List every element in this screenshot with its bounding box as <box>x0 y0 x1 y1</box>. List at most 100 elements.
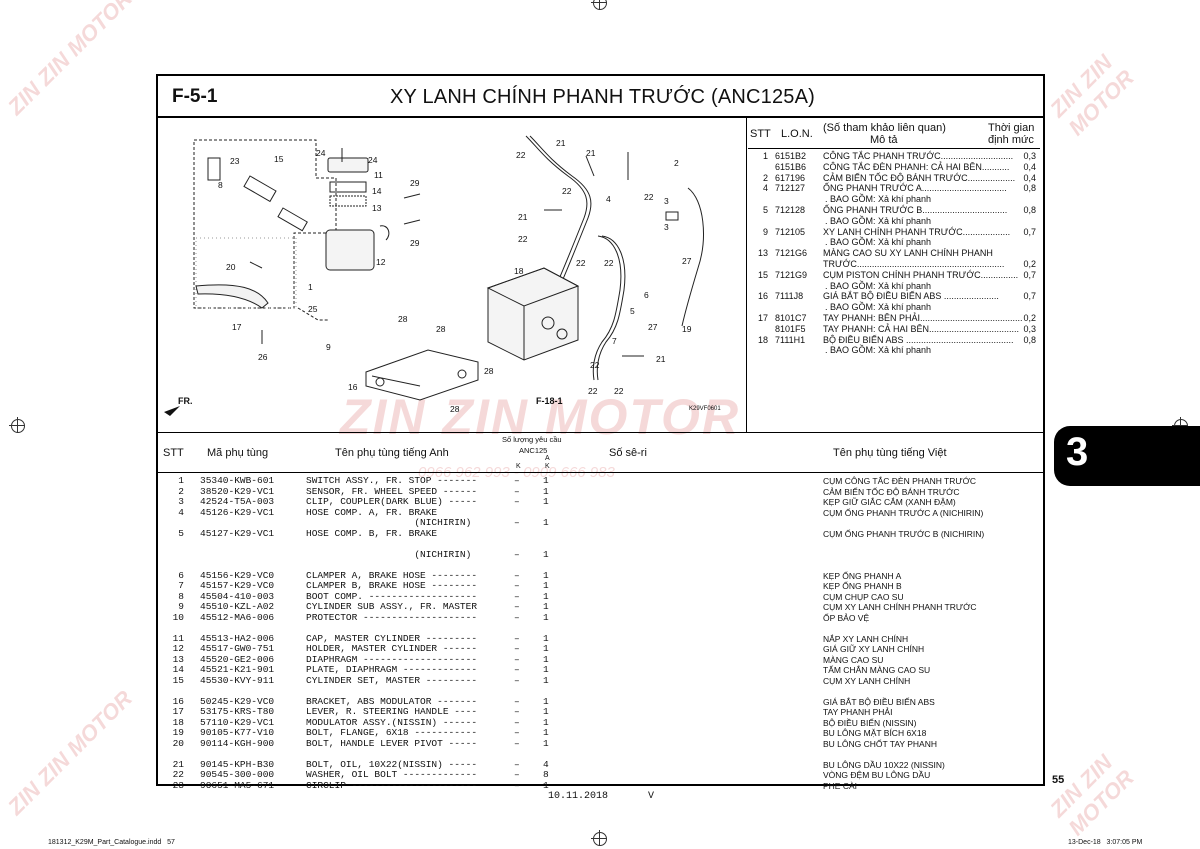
callout-number: 18 <box>514 266 524 276</box>
part-number: 90145-KPH-B30 <box>200 758 275 770</box>
lon-column-divider <box>746 116 747 432</box>
part-stt: 16 <box>172 695 184 707</box>
part-name-vn: CỤM ỐNG PHANH TRƯỚC A (NICHIRIN) <box>823 507 984 518</box>
part-stt: 12 <box>172 643 184 654</box>
part-number: 53175-KRS-T80 <box>200 706 275 717</box>
lon-time: 0,8 <box>1023 334 1036 345</box>
watermark-brand: ZIN ZIN MOTOR <box>340 389 741 445</box>
callout-number: 2 <box>674 158 679 168</box>
part-name-vn: CỤM ỐNG PHANH TRƯỚC B (NICHIRIN) <box>823 528 985 539</box>
part-stt: 19 <box>172 727 184 738</box>
callout-number: 5 <box>630 306 635 316</box>
part-qty-a: 1 <box>543 496 549 507</box>
part-qty-a: 1 <box>543 727 549 738</box>
part-name-en: BRACKET, ABS MODULATOR ------- <box>306 695 478 707</box>
callout-number: 29 <box>410 238 420 248</box>
lon-code: 7121G9 <box>775 269 808 280</box>
callout-number: 22 <box>518 234 528 244</box>
callout-number: 14 <box>372 186 382 196</box>
lon-code: 7111H1 <box>775 334 806 345</box>
callout-number: 3 <box>664 196 669 206</box>
lon-code: 8101F5 <box>775 323 806 334</box>
part-qty-a: 1 <box>543 517 549 528</box>
part-qty-k: – <box>514 653 520 665</box>
part-number: 45126-K29-VC1 <box>200 506 275 518</box>
part-stt: 8 <box>178 590 184 602</box>
lon-desc: CẢM BIẾN TỐC ĐỘ BÁNH TRƯỚC..............… <box>823 172 1016 183</box>
part-number: 45513-HA2-006 <box>200 632 275 644</box>
footer-date: 10.11.2018 <box>548 791 609 802</box>
part-stt: 10 <box>172 611 184 623</box>
lon-col-desc-2: Mô tả <box>870 134 898 146</box>
part-name-en: MODULATOR ASSY.(NISSIN) ------ <box>306 716 478 728</box>
part-name-vn: NẮP XY LANH CHÍNH <box>823 633 909 644</box>
lon-time: 0,2 <box>1023 259 1036 269</box>
lon-stt: 15 <box>757 269 768 280</box>
part-stt: 14 <box>172 664 184 675</box>
part-qty-k: – <box>514 548 520 560</box>
part-name-vn: KẸP GIỮ GIẮC CẮM (XANH ĐẬM) <box>823 497 956 507</box>
lon-desc: CÔNG TẮC ĐÈN PHANH: CẢ HAI BÊN..........… <box>823 161 1010 172</box>
watermark-brand-corner: ZIN ZIN MOTOR <box>2 685 137 820</box>
callout-number: 1 <box>308 282 313 292</box>
lon-col-time-1: Thời gian <box>988 122 1035 134</box>
part-stt: 15 <box>172 674 184 686</box>
parts-col-serial: Số sê-ri <box>609 447 647 459</box>
callout-number: 22 <box>588 386 598 396</box>
callout-number: 9 <box>326 342 331 352</box>
callout-number: 26 <box>258 352 268 362</box>
part-stt: 2 <box>178 485 184 497</box>
lon-col-stt: STT <box>750 128 771 140</box>
parts-col-name-en: Tên phụ tùng tiếng Anh <box>335 447 449 459</box>
part-qty-a: 8 <box>543 769 549 780</box>
lon-code: 7111J8 <box>775 291 804 302</box>
lon-code: 712127 <box>775 183 806 194</box>
part-name-vn: CẢM BIẾN TỐC ĐỘ BÁNH TRƯỚC <box>823 486 960 497</box>
part-qty-a: 1 <box>543 779 549 791</box>
part-name-vn: CỤM CÔNG TẮC ĐÈN PHANH TRƯỚC <box>823 476 977 486</box>
part-name-vn: TẤM CHẮN MÀNG CAO SU <box>823 665 931 675</box>
part-qty-k: – <box>514 590 520 602</box>
part-name-en: CLAMPER B, BRAKE HOSE -------- <box>306 580 478 591</box>
part-number: 45517-GW0-751 <box>200 643 275 654</box>
page-title: XY LANH CHÍNH PHANH TRƯỚC (ANC125A) <box>390 86 816 108</box>
part-stt: 21 <box>172 758 184 770</box>
part-name-en: PROTECTOR -------------------- <box>306 611 478 623</box>
callout-number: 22 <box>516 150 526 160</box>
part-name-en: CIRCLIP ---------------------- <box>306 779 478 791</box>
part-qty-k: – <box>514 779 520 791</box>
exploded-diagram: 2381524241114132929122012531726922212122… <box>164 135 704 416</box>
part-qty-k: – <box>514 580 520 591</box>
callout-number: 21 <box>586 148 596 158</box>
part-number: 38520-K29-VC1 <box>200 485 275 497</box>
footer-v: V <box>648 791 655 802</box>
part-qty-k: – <box>514 496 520 507</box>
parts-col-part-no: Mã phụ tùng <box>207 447 269 459</box>
callout-number: 27 <box>682 256 692 266</box>
callout-number: 19 <box>682 324 692 334</box>
part-qty-k: – <box>514 737 520 749</box>
part-qty-k: – <box>514 695 520 707</box>
lon-code: 6151B6 <box>775 161 807 172</box>
part-qty-k: – <box>514 727 520 738</box>
lon-desc: TAY PHANH: BÊN PHẢI.....................… <box>823 313 1023 323</box>
lon-code: 7121G6 <box>775 248 808 259</box>
watermark-brand-corner: ZIN ZIN MOTOR <box>1045 49 1139 141</box>
part-stt: 4 <box>178 506 184 518</box>
lon-stt: 16 <box>757 291 768 302</box>
lon-time: 0,8 <box>1023 183 1036 194</box>
parts-col-stt: STT <box>163 447 184 459</box>
lon-desc: . BAO GỒM: Xả khí phanh <box>825 237 932 248</box>
part-qty-k: – <box>514 601 520 612</box>
part-qty-a: 1 <box>543 580 549 591</box>
part-qty-k: – <box>514 632 520 644</box>
callout-number: 25 <box>308 304 318 314</box>
part-qty-k: – <box>514 664 520 675</box>
lon-stt: 18 <box>757 334 768 345</box>
part-name-en: HOSE COMP. B, FR. BRAKE <box>306 527 438 539</box>
lon-time: 0,4 <box>1023 161 1036 172</box>
lon-stt: 2 <box>762 172 768 183</box>
callout-number: 3 <box>664 222 669 232</box>
part-name-en: BOLT, FLANGE, 6X18 ----------- <box>306 727 478 738</box>
part-name-en: CAP, MASTER CYLINDER --------- <box>306 632 478 644</box>
